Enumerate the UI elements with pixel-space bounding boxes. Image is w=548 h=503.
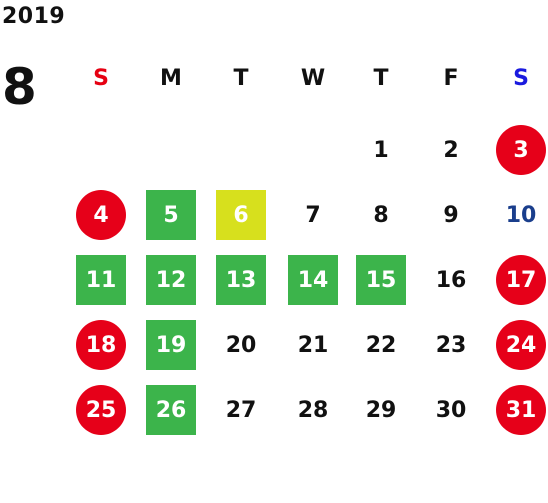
day-cell[interactable]: 17 [496,255,546,305]
day-cell[interactable]: 15 [356,255,406,305]
day-cell[interactable]: 14 [288,255,338,305]
weekday-header: W [300,66,326,91]
day-cell[interactable]: 28 [297,397,329,423]
day-cell[interactable]: 6 [216,190,266,240]
day-cell[interactable]: 12 [146,255,196,305]
weekday-header: S [513,66,529,91]
weekday-header: S [93,66,109,91]
day-cell[interactable]: 18 [76,320,126,370]
day-cell[interactable]: 16 [435,267,467,293]
day-cell[interactable]: 13 [216,255,266,305]
day-cell[interactable]: 29 [365,397,397,423]
day-cell[interactable]: 22 [365,332,397,358]
day-cell[interactable]: 20 [225,332,257,358]
day-cell[interactable]: 10 [505,202,537,228]
weekday-header: T [373,66,389,91]
day-cell[interactable]: 31 [496,385,546,435]
day-cell[interactable]: 26 [146,385,196,435]
day-cell[interactable]: 3 [496,125,546,175]
day-cell[interactable]: 25 [76,385,126,435]
day-cell[interactable]: 7 [305,202,321,228]
day-cell[interactable]: 19 [146,320,196,370]
day-cell[interactable]: 2 [443,137,459,163]
year-label: 2019 [2,4,66,29]
day-cell[interactable]: 11 [76,255,126,305]
weekday-header: M [160,66,182,91]
day-cell[interactable]: 9 [443,202,459,228]
weekday-header: F [443,66,459,91]
day-cell[interactable]: 21 [297,332,329,358]
month-label: 8 [2,58,37,116]
day-cell[interactable]: 30 [435,397,467,423]
day-cell[interactable]: 24 [496,320,546,370]
day-cell[interactable]: 1 [373,137,389,163]
day-cell[interactable]: 23 [435,332,467,358]
day-cell[interactable]: 27 [225,397,257,423]
weekday-header: T [233,66,249,91]
day-cell[interactable]: 5 [146,190,196,240]
day-cell[interactable]: 8 [373,202,389,228]
day-cell[interactable]: 4 [76,190,126,240]
